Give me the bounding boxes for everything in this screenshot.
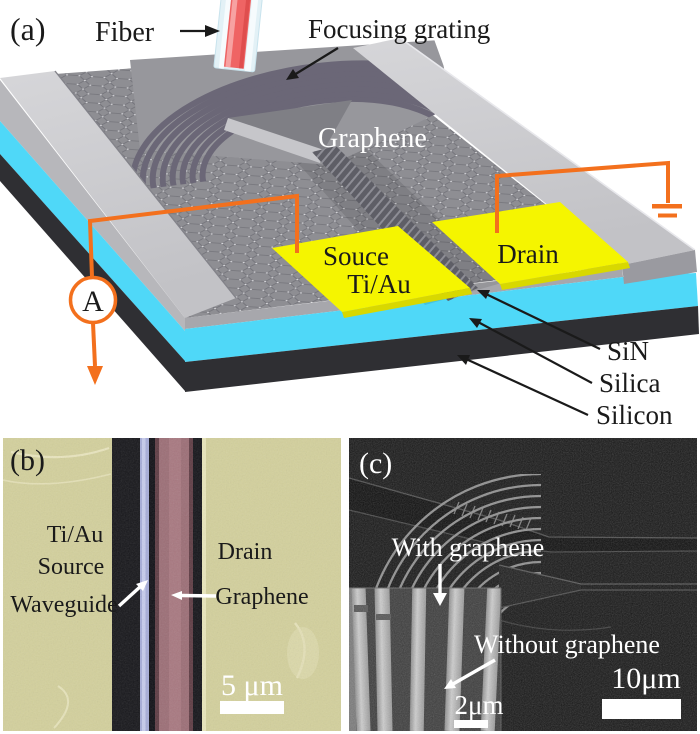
sin-arrowhead-icon: [477, 290, 490, 299]
ground-icon: [652, 204, 682, 218]
scale-bar-inset: [454, 720, 488, 728]
fiber-core-shadow: [238, 0, 251, 69]
fiber-arrowhead-icon: [205, 25, 220, 37]
right-rim-highlight: [399, 37, 696, 251]
waveguide-arrow: [117, 584, 143, 608]
source-label-line2: Ti/Au: [347, 269, 411, 299]
silica-label: Silica: [599, 368, 661, 398]
ammeter-lead: [91, 322, 97, 367]
fiber-label: Fiber: [95, 17, 155, 48]
drain-wire: [495, 160, 670, 233]
fiber-core-highlight: [225, 0, 239, 68]
with-graphene-label: With graphene: [392, 533, 545, 562]
silica-arrowhead-icon: [469, 318, 482, 328]
sin-arrow: [485, 293, 601, 350]
panel-b-sem: (b) Ti/Au Source Waveguide Drain Graphen…: [3, 438, 341, 731]
graphene-arrowhead-icon: [171, 591, 182, 600]
ammeter-label: A: [82, 285, 104, 318]
ammeter-icon: A: [68, 275, 118, 325]
taper-front-face: [224, 118, 324, 163]
scale-label-inset: 2μm: [455, 690, 504, 720]
waveguide-label: Waveguide: [10, 592, 117, 618]
silica-arrow: [477, 321, 593, 384]
panel-a-schematic: Souce Ti/Au Drain A (a) Fiber Focusing g…: [0, 0, 699, 430]
silicon-arrowhead-icon: [457, 355, 470, 365]
focusing-grating: [129, 40, 448, 195]
scale-bar-main: [602, 699, 681, 719]
right-rim-front-face: [622, 250, 697, 284]
with-graphene-arrowhead-icon: [433, 593, 447, 606]
panel-b-tag: (b): [10, 444, 45, 477]
scale-label-main: 10μm: [611, 662, 680, 695]
panel-c-sem: (c) With graphene Without graphene 2μm 1…: [349, 438, 697, 731]
sin-label: SiN: [607, 336, 649, 366]
left-face-sin-layer: [0, 80, 185, 331]
source-wire: [87, 193, 299, 278]
drain-label: Drain: [497, 239, 559, 269]
tiau-label: Ti/Au: [47, 522, 103, 548]
drain-pad: Drain: [432, 202, 630, 290]
front-face-silicon-layer: [185, 306, 699, 392]
scale-bar-b: [220, 701, 284, 714]
graphene-label-b: Graphene: [215, 584, 308, 610]
silicon-arrow: [465, 358, 589, 416]
without-graphene-label: Without graphene: [474, 630, 660, 659]
front-face-silica-layer: [185, 273, 698, 362]
source-pad: Souce Ti/Au: [272, 226, 472, 318]
left-rim-step-edge: [54, 70, 237, 299]
panel-c-tag: (c): [359, 447, 392, 480]
right-rim: [353, 38, 695, 265]
fiber-cladding-highlight2: [244, 0, 259, 72]
drain-pad-edge: [500, 262, 630, 290]
graphene-label: Graphene: [318, 123, 427, 154]
without-graphene-arrowhead-icon: [444, 679, 456, 689]
left-rim: [0, 71, 236, 318]
fiber-graphic: [213, 0, 264, 73]
sem-grain-overlay-c: [349, 438, 697, 731]
measurement-circuit: [87, 160, 670, 367]
panel-a-tag: (a): [10, 11, 46, 47]
silicon-label: Silicon: [596, 400, 673, 430]
fiber-cladding-highlight: [218, 0, 232, 69]
waveguide-arrowhead-icon: [136, 580, 148, 591]
graphene-arrow: [181, 593, 217, 598]
source-pad-edge: [342, 288, 472, 318]
source-label: Source: [38, 554, 105, 580]
focusing-grating-arrow: [293, 47, 339, 76]
taper-top-face: [228, 100, 352, 150]
scale-label-b: 5 μm: [221, 669, 283, 702]
current-arrow-icon: [87, 366, 103, 385]
drain-pad-top: [432, 202, 628, 284]
focusing-grating-arrowhead-icon: [286, 69, 299, 80]
focusing-grating-label: Focusing grating: [308, 14, 490, 44]
without-graphene-arrow: [452, 658, 496, 686]
source-pad-top: [272, 226, 470, 312]
sem-grain-overlay: [3, 438, 341, 731]
drain-label-b: Drain: [218, 539, 273, 565]
source-label-line1: Souce: [323, 241, 389, 271]
